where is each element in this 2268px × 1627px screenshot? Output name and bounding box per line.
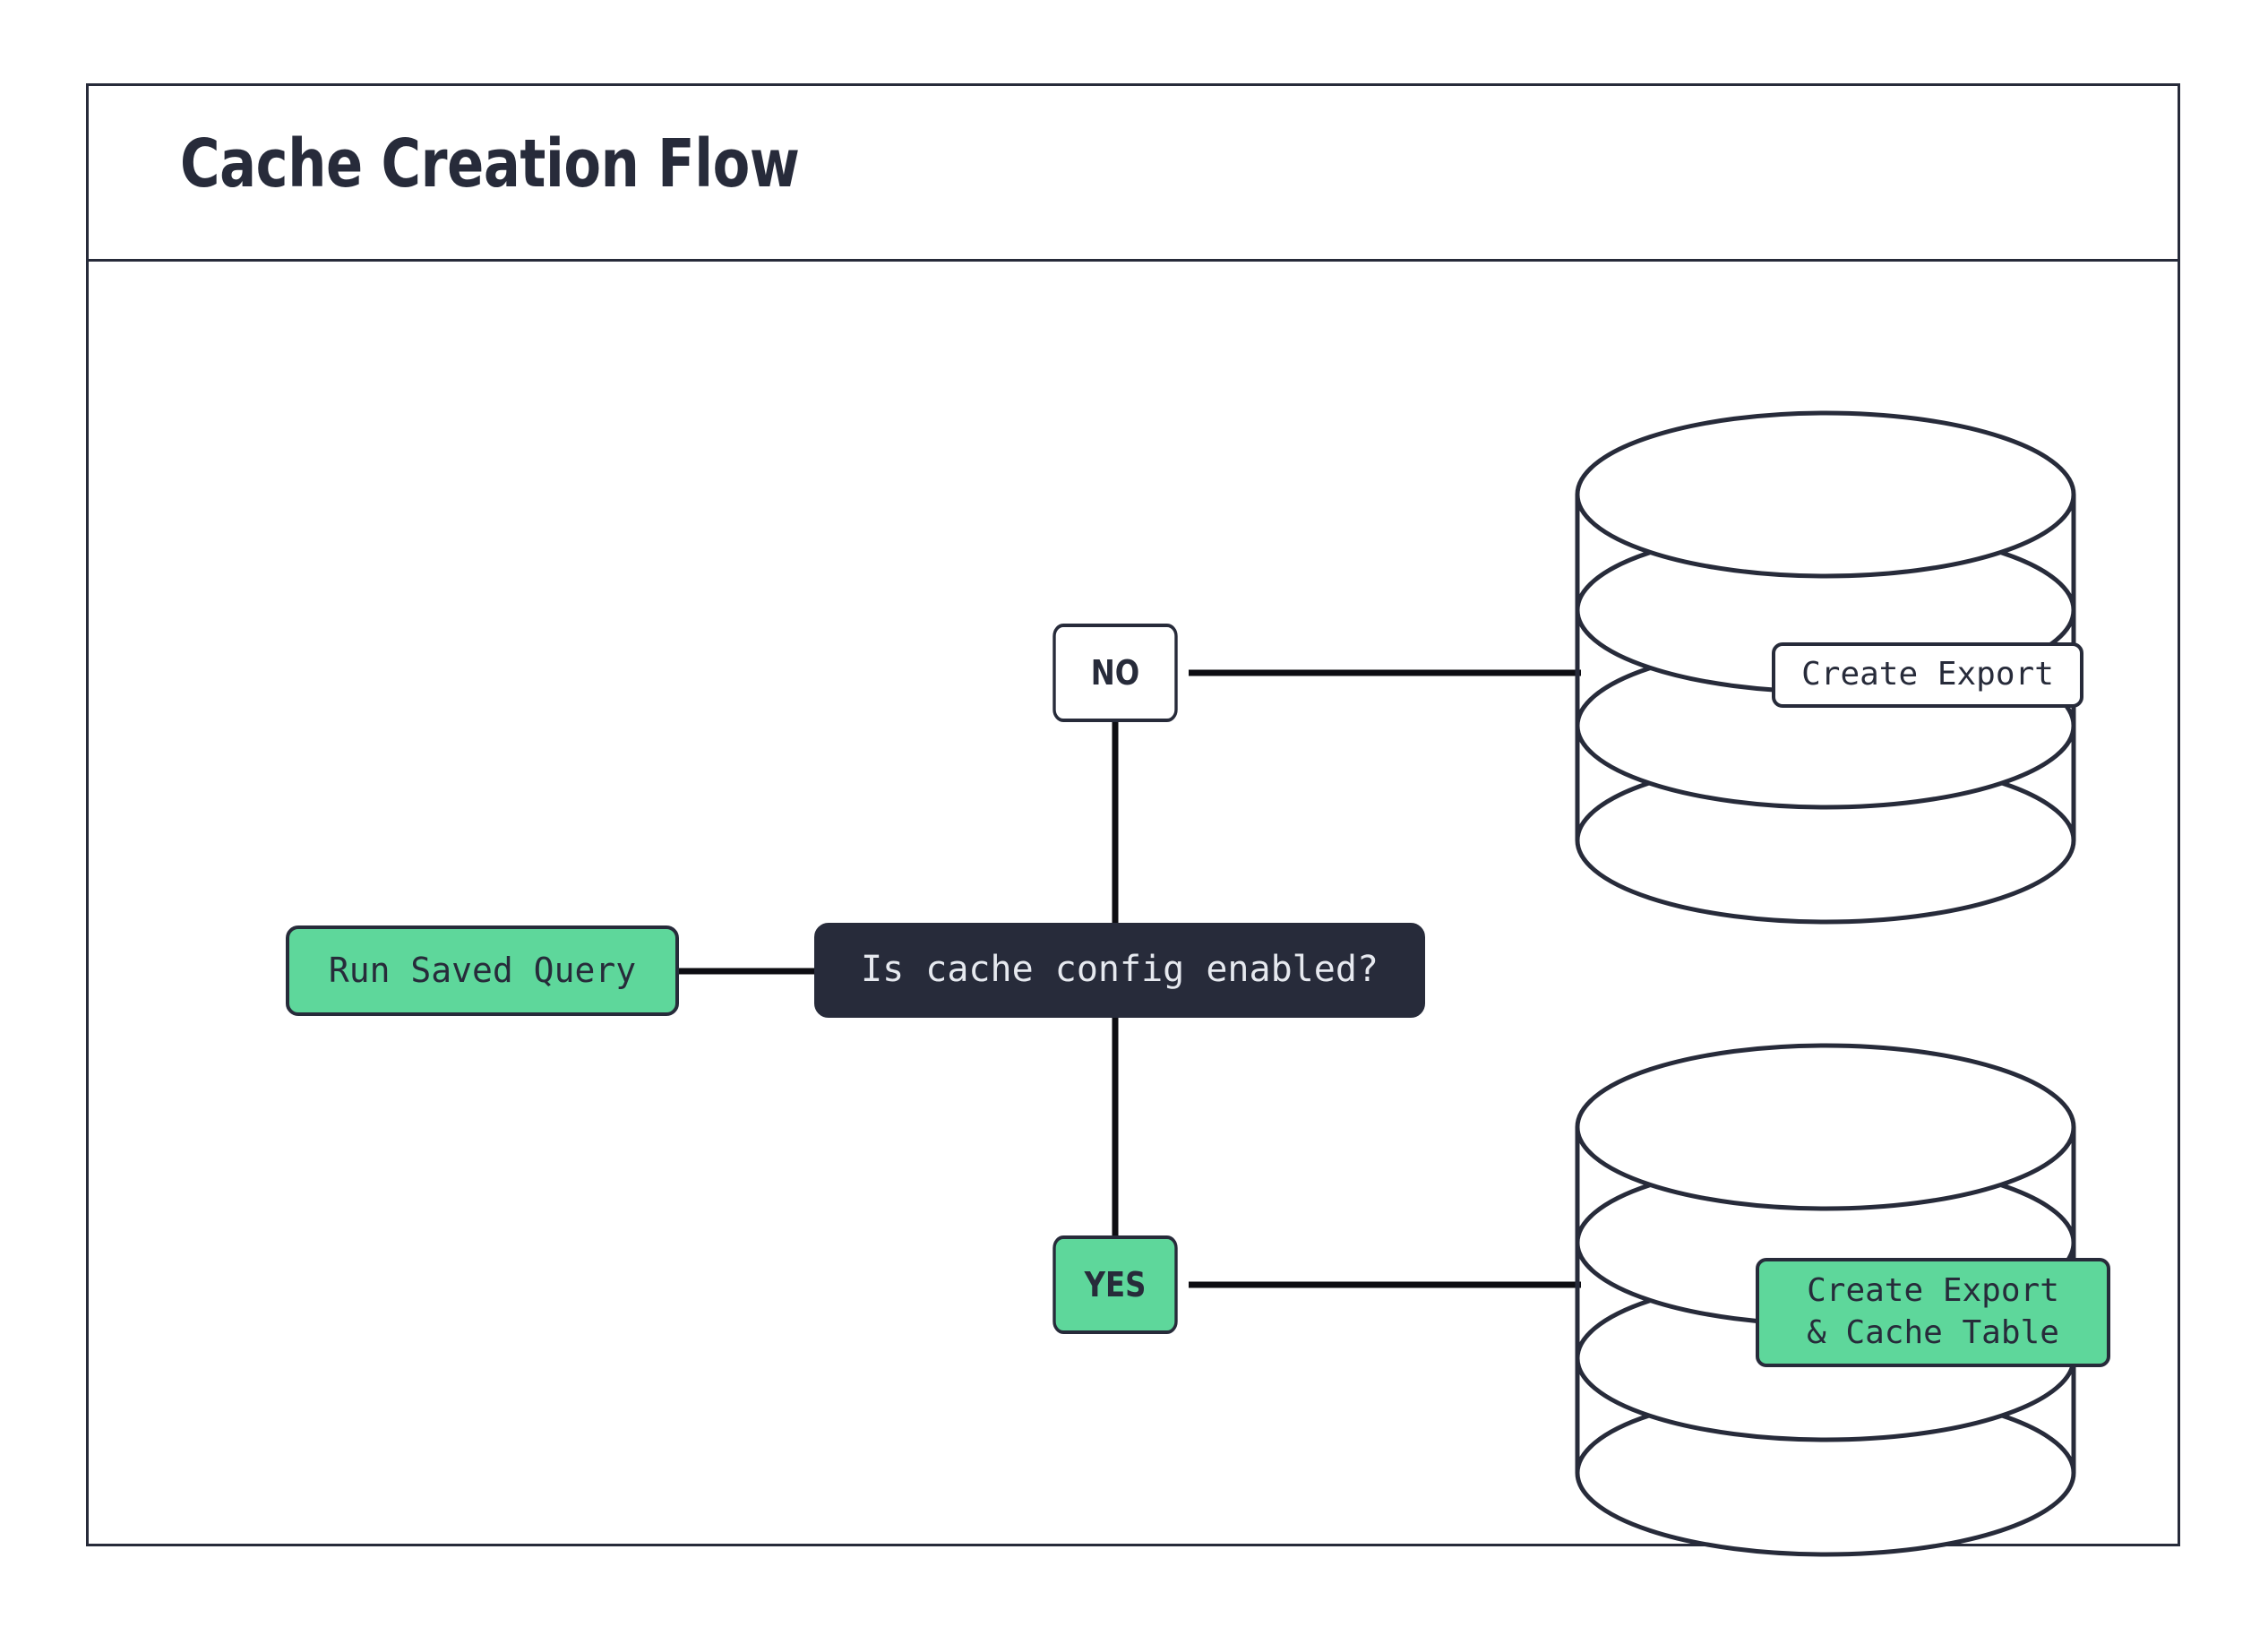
node-run-saved-query[interactable]: Run Saved Query (286, 925, 679, 1016)
page-title: Cache Creation Flow (180, 125, 800, 202)
branch-label-no[interactable]: NO (1052, 624, 1178, 722)
database-label-create-export: Create Export (1772, 642, 2083, 708)
connector-layer (679, 669, 1581, 1288)
branch-label-yes[interactable]: YES (1052, 1235, 1178, 1334)
diagram-body: Create Export Create Export & Cache Tabl… (89, 262, 2178, 1557)
diagram-frame: Cache Creation Flow (86, 83, 2180, 1557)
database-label-create-export-cache-table: Create Export & Cache Table (1756, 1258, 2110, 1367)
diagram-header: Cache Creation Flow (89, 86, 2178, 262)
node-decision-cache-config-enabled[interactable]: Is cache config enabled? (814, 923, 1425, 1018)
